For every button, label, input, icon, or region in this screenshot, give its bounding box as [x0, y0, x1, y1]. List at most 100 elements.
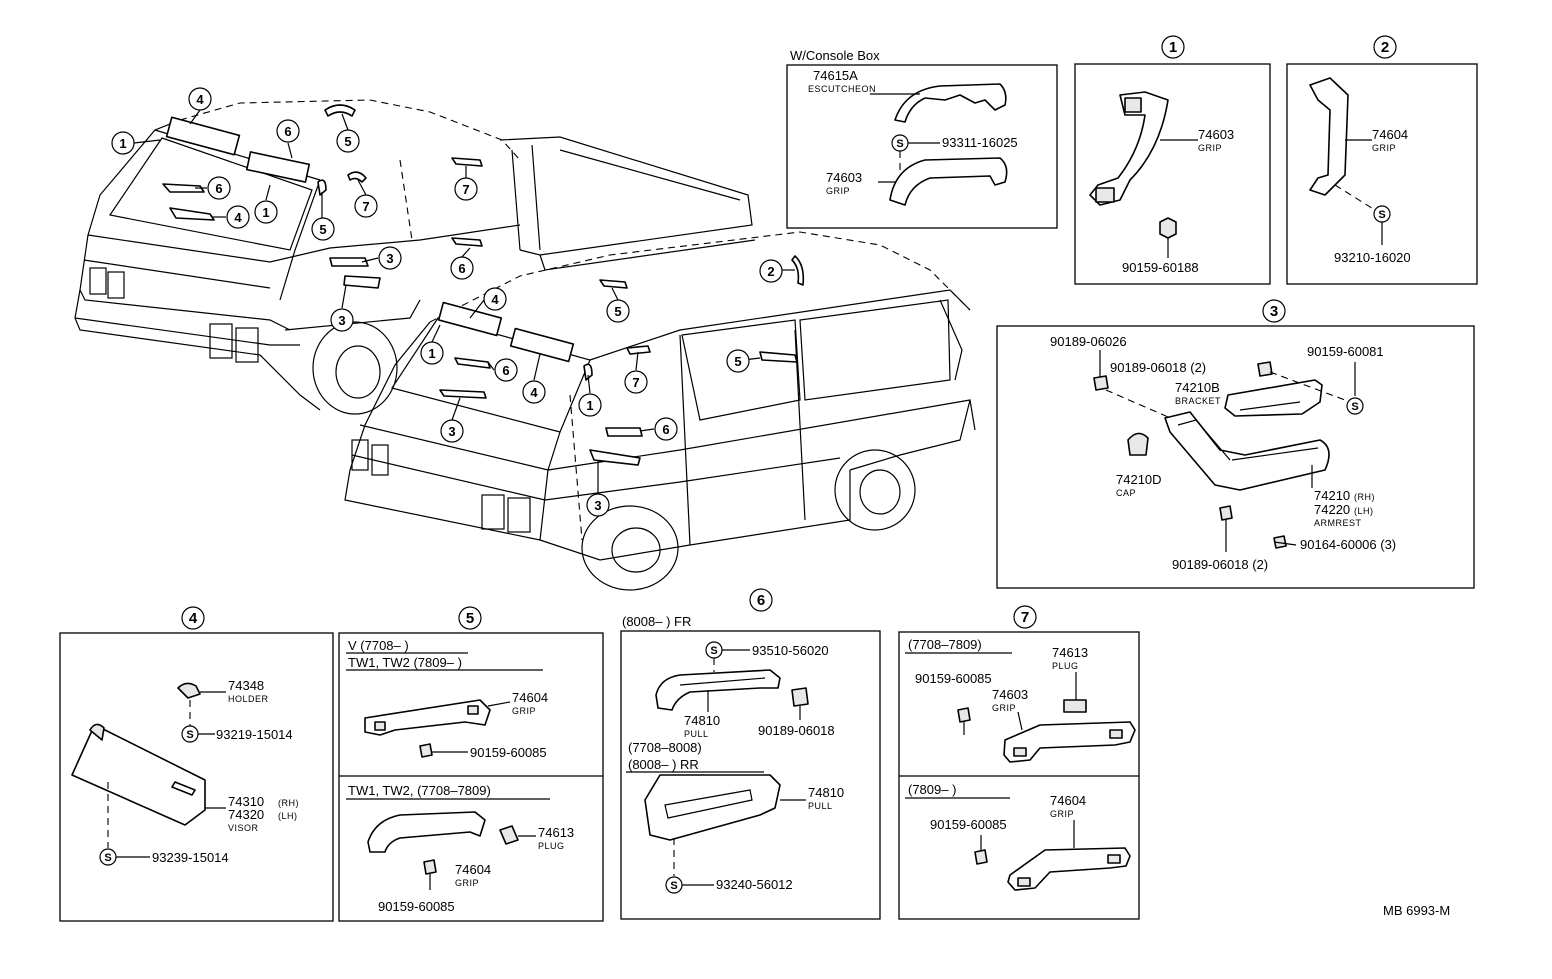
svg-text:5: 5 [319, 222, 326, 237]
svg-text:GRIP: GRIP [455, 878, 479, 888]
svg-text:90189-06018: 90189-06018 [758, 723, 835, 738]
svg-text:HOLDER: HOLDER [228, 694, 269, 704]
svg-text:(LH): (LH) [1354, 506, 1374, 516]
svg-text:74310: 74310 [228, 794, 264, 809]
svg-text:ESCUTCHEON: ESCUTCHEON [808, 84, 876, 94]
svg-text:S: S [1351, 401, 1358, 413]
console-box-title: W/Console Box [790, 48, 880, 63]
diagram-code: MB 6993-M [1383, 903, 1450, 918]
svg-text:90159-60085: 90159-60085 [930, 817, 1007, 832]
svg-text:93240-56012: 93240-56012 [716, 877, 793, 892]
svg-text:74613: 74613 [538, 825, 574, 840]
detail-2: 2 74604 GRIP S 93210-16020 [1286, 35, 1478, 285]
svg-text:6: 6 [502, 363, 509, 378]
detail-7: 7 (7708–7809) 74613 PLUG 90159-60085 746… [898, 605, 1140, 920]
svg-text:90159-60085: 90159-60085 [470, 745, 547, 760]
svg-text:6: 6 [662, 422, 669, 437]
svg-text:(RH): (RH) [1354, 492, 1375, 502]
svg-text:ARMREST: ARMREST [1314, 518, 1362, 528]
svg-text:90189-06018 (2): 90189-06018 (2) [1110, 360, 1206, 375]
svg-text:74604: 74604 [512, 690, 548, 705]
svg-text:1: 1 [586, 398, 593, 413]
svg-text:93239-15014: 93239-15014 [152, 850, 229, 865]
svg-text:2: 2 [767, 264, 774, 279]
svg-text:S: S [104, 852, 111, 864]
svg-text:3: 3 [338, 313, 345, 328]
svg-text:7: 7 [1021, 609, 1029, 626]
van-illustration [344, 231, 976, 591]
svg-text:90189-06026: 90189-06026 [1050, 334, 1127, 349]
svg-text:(8008– ) RR: (8008– ) RR [628, 757, 699, 772]
svg-text:90159-60085: 90159-60085 [915, 671, 992, 686]
svg-text:93219-15014: 93219-15014 [216, 727, 293, 742]
svg-text:6: 6 [215, 181, 222, 196]
svg-text:(8008– ) FR: (8008– ) FR [622, 614, 691, 629]
svg-text:(LH): (LH) [278, 811, 298, 821]
svg-text:TW1, TW2 (7809– ): TW1, TW2 (7809– ) [348, 655, 462, 670]
svg-text:90159-60081: 90159-60081 [1307, 344, 1384, 359]
detail-4: 4 74348 HOLDER S 93219-15014 74310 (RH) … [59, 606, 334, 922]
svg-text:7: 7 [462, 182, 469, 197]
svg-text:74603: 74603 [992, 687, 1028, 702]
svg-text:74220: 74220 [1314, 502, 1350, 517]
svg-text:74615A: 74615A [813, 68, 858, 83]
svg-text:74210D: 74210D [1116, 472, 1162, 487]
svg-text:74810: 74810 [684, 713, 720, 728]
svg-text:6: 6 [757, 592, 765, 609]
svg-text:GRIP: GRIP [1198, 143, 1222, 153]
svg-text:GRIP: GRIP [1050, 809, 1074, 819]
console-box-detail: W/Console Box 74615A ESCUTCHEON S 93311-… [786, 48, 1058, 229]
svg-text:90189-06018 (2): 90189-06018 (2) [1172, 557, 1268, 572]
svg-text:S: S [670, 880, 677, 892]
svg-text:93311-16025: 93311-16025 [942, 135, 1018, 150]
svg-text:90159-60085: 90159-60085 [378, 899, 455, 914]
svg-text:PULL: PULL [808, 801, 833, 811]
svg-text:S: S [186, 729, 193, 741]
svg-text:3: 3 [1270, 303, 1278, 320]
svg-text:1: 1 [428, 346, 435, 361]
svg-text:VISOR: VISOR [228, 823, 259, 833]
svg-text:74348: 74348 [228, 678, 264, 693]
svg-text:V (7708– ): V (7708– ) [348, 638, 409, 653]
svg-text:5: 5 [344, 134, 351, 149]
svg-text:4: 4 [530, 385, 538, 400]
svg-text:74210B: 74210B [1175, 380, 1220, 395]
svg-text:74604: 74604 [455, 862, 491, 877]
svg-text:PLUG: PLUG [538, 841, 565, 851]
svg-text:S: S [710, 645, 717, 657]
svg-text:74210: 74210 [1314, 488, 1350, 503]
svg-text:GRIP: GRIP [992, 703, 1016, 713]
detail-6: 6 (8008– ) FR S 93510-56020 74810 PULL 9… [620, 588, 881, 920]
svg-text:5: 5 [734, 354, 741, 369]
svg-text:90159-60188: 90159-60188 [1122, 260, 1199, 275]
svg-text:93510-56020: 93510-56020 [752, 643, 829, 658]
svg-text:74810: 74810 [808, 785, 844, 800]
svg-text:(7708–7809): (7708–7809) [908, 637, 982, 652]
svg-text:1: 1 [119, 136, 126, 151]
svg-text:93210-16020: 93210-16020 [1334, 250, 1411, 265]
svg-text:TW1, TW2, (7708–7809): TW1, TW2, (7708–7809) [348, 783, 491, 798]
svg-text:3: 3 [594, 498, 601, 513]
detail-5: 5 V (7708– ) TW1, TW2 (7809– ) 74604 GRI… [338, 606, 604, 922]
svg-text:5: 5 [614, 304, 621, 319]
svg-text:GRIP: GRIP [512, 706, 536, 716]
svg-text:(7809– ): (7809– ) [908, 782, 956, 797]
svg-text:90164-60006 (3): 90164-60006 (3) [1300, 537, 1396, 552]
svg-text:S: S [896, 138, 903, 150]
svg-text:74603: 74603 [1198, 127, 1234, 142]
svg-text:(7708–8008): (7708–8008) [628, 740, 702, 755]
svg-text:PLUG: PLUG [1052, 661, 1079, 671]
overview-callout-labels: 4 1 6 5 6 3 4 1 5 7 7 6 3 2 5 4 1 6 4 7 … [119, 92, 774, 513]
svg-text:6: 6 [458, 261, 465, 276]
svg-text:BRACKET: BRACKET [1175, 396, 1221, 406]
truck-illustration [74, 99, 756, 415]
detail-3: 3 90189-06026 90189-06018 (2) 90159-6008… [996, 299, 1475, 589]
svg-text:3: 3 [448, 424, 455, 439]
svg-text:GRIP: GRIP [826, 186, 850, 196]
svg-text:GRIP: GRIP [1372, 143, 1396, 153]
svg-text:74603: 74603 [826, 170, 862, 185]
svg-text:5: 5 [466, 610, 474, 627]
svg-text:S: S [1378, 209, 1385, 221]
svg-text:4: 4 [196, 92, 204, 107]
